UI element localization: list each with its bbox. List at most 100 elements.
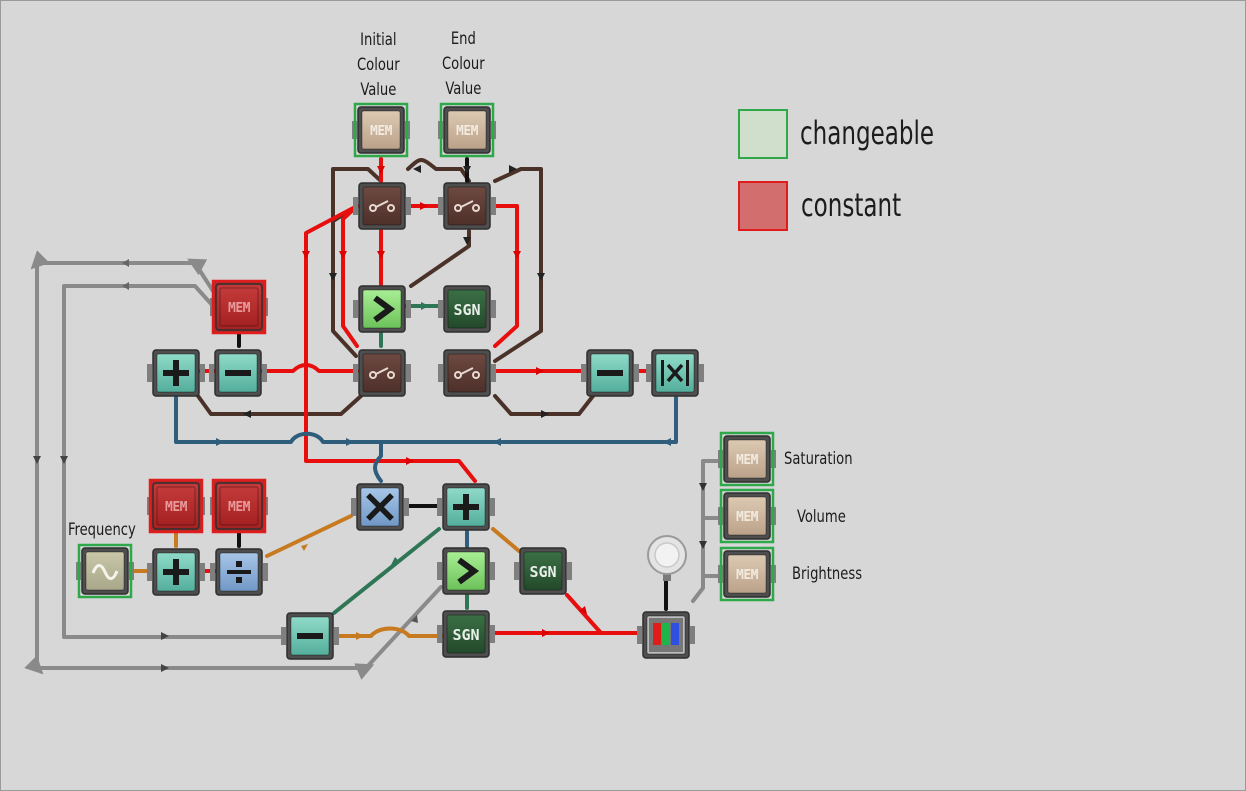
switch-icon bbox=[460, 367, 474, 375]
legend-changeable-label: changeable bbox=[800, 114, 935, 152]
chip-face bbox=[523, 551, 563, 591]
chip-port bbox=[262, 364, 267, 382]
subtract-left[interactable] bbox=[209, 349, 267, 397]
chip-port bbox=[200, 563, 205, 581]
chip-role-border bbox=[719, 431, 775, 487]
chip-port bbox=[281, 627, 286, 645]
chip-face bbox=[362, 289, 402, 329]
chip-role-border bbox=[353, 102, 409, 158]
add-left[interactable] bbox=[147, 349, 205, 397]
plus-icon bbox=[463, 494, 469, 520]
greater-than-lower[interactable] bbox=[437, 547, 495, 595]
wire-grey-settings bbox=[691, 459, 723, 603]
mem-text: MEM bbox=[736, 453, 759, 468]
light-bulb[interactable] bbox=[647, 535, 687, 581]
wire-arrows bbox=[33, 165, 707, 672]
chip-face bbox=[361, 110, 401, 150]
subtract-bottom[interactable] bbox=[281, 612, 339, 660]
absolute-value[interactable] bbox=[646, 349, 704, 397]
selector-top-right[interactable] bbox=[438, 182, 496, 230]
saturation-label: Saturation bbox=[784, 449, 853, 469]
sign-top[interactable]: SGN bbox=[438, 285, 496, 333]
chip-port bbox=[210, 563, 215, 581]
chip-port bbox=[490, 498, 495, 516]
selector-middle-left[interactable] bbox=[353, 349, 411, 397]
chip-face bbox=[447, 289, 487, 329]
constant-mem-lower-1[interactable]: MEM bbox=[147, 478, 205, 534]
abs-icon bbox=[686, 360, 689, 386]
wire-orange-bottom bbox=[335, 626, 443, 638]
switch-icon bbox=[454, 204, 462, 212]
switch-icon bbox=[472, 204, 480, 212]
chip-face bbox=[219, 486, 259, 526]
legend-changeable-swatch bbox=[738, 109, 788, 159]
abs-icon bbox=[661, 360, 664, 386]
chip-port bbox=[437, 625, 442, 643]
add-lower[interactable] bbox=[437, 483, 495, 531]
chip-port bbox=[490, 562, 495, 580]
rgb-blue-bar bbox=[671, 623, 679, 645]
chip-port bbox=[690, 626, 695, 644]
chip-port bbox=[646, 364, 651, 382]
add-frequency[interactable] bbox=[147, 548, 205, 596]
greater-than-icon bbox=[457, 557, 480, 585]
greater-than-icon bbox=[373, 295, 396, 323]
chip-port bbox=[581, 364, 586, 382]
plus-icon bbox=[173, 559, 179, 585]
chip-face bbox=[727, 496, 767, 536]
mem-text: MEM bbox=[456, 124, 479, 139]
switch-icon bbox=[460, 200, 474, 208]
wire-grey-inner-loop bbox=[62, 284, 285, 639]
chip-port bbox=[353, 364, 358, 382]
switch-icon bbox=[369, 371, 377, 379]
chip-port bbox=[263, 563, 268, 581]
wire-green-diagonal bbox=[332, 527, 441, 615]
end-colour-label: End Colour Value bbox=[442, 29, 485, 99]
chip-port bbox=[490, 625, 495, 643]
chip-port bbox=[491, 197, 496, 215]
selector-middle-right[interactable] bbox=[438, 349, 496, 397]
wave-icon bbox=[91, 563, 119, 581]
chip-face bbox=[447, 110, 487, 150]
brightness-mem[interactable]: MEM bbox=[718, 546, 776, 602]
chip-port bbox=[406, 300, 411, 318]
subtract-right[interactable] bbox=[581, 349, 639, 397]
divide-icon bbox=[236, 561, 242, 567]
chip-port bbox=[209, 364, 214, 382]
rgb-red-bar bbox=[653, 623, 661, 645]
chip-face bbox=[727, 554, 767, 594]
chip-port bbox=[514, 562, 519, 580]
frequency-label: Frequency bbox=[68, 520, 136, 540]
chip-face bbox=[446, 551, 486, 591]
saturation-mem[interactable]: MEM bbox=[718, 431, 776, 487]
constant-mem-lower-2[interactable]: MEM bbox=[210, 478, 268, 534]
chip-port bbox=[200, 364, 205, 382]
initial-colour-mem[interactable]: MEM bbox=[352, 102, 410, 158]
sign-bottom[interactable]: SGN bbox=[437, 610, 495, 658]
end-colour-mem[interactable]: MEM bbox=[438, 102, 496, 158]
switch-icon bbox=[454, 371, 462, 379]
initial-colour-label: Initial Colour Value bbox=[357, 30, 400, 100]
greater-than-top[interactable] bbox=[353, 285, 411, 333]
selector-top-left[interactable] bbox=[353, 182, 411, 230]
multiply[interactable] bbox=[351, 483, 409, 531]
switch-icon bbox=[375, 200, 389, 208]
divide[interactable] bbox=[210, 548, 268, 596]
sgn-text: SGN bbox=[453, 301, 480, 319]
divide-icon bbox=[236, 577, 242, 583]
chip-port bbox=[699, 364, 704, 382]
chip-face bbox=[156, 486, 196, 526]
rgb-light-controller[interactable] bbox=[637, 611, 695, 659]
sign-right[interactable]: SGN bbox=[514, 547, 572, 595]
constant-mem-left[interactable]: MEM bbox=[210, 279, 268, 335]
chip-port bbox=[637, 626, 642, 644]
divide-icon bbox=[227, 570, 251, 574]
volume-mem[interactable]: MEM bbox=[718, 488, 776, 544]
chip-role-border bbox=[719, 488, 775, 544]
abs-icon bbox=[666, 363, 684, 383]
chip-port bbox=[437, 562, 442, 580]
chip-face bbox=[219, 287, 259, 327]
frequency-oscillator[interactable] bbox=[76, 543, 134, 599]
mem-text: MEM bbox=[228, 500, 251, 515]
